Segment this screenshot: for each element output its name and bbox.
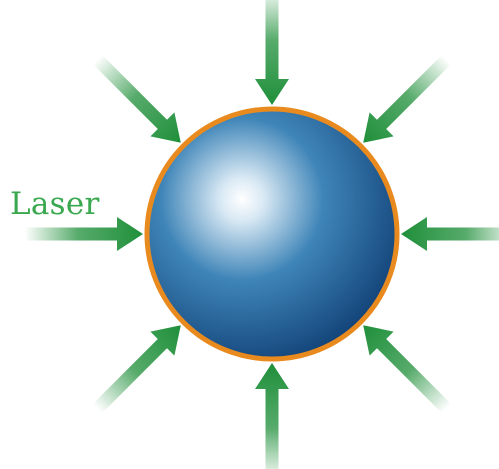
laser-beam-arrow-left (25, 217, 143, 251)
laser-beam-arrow-bottom (255, 363, 289, 469)
laser-beam-arrow-right (401, 217, 499, 251)
laser-beam-arrow-top (255, 0, 289, 105)
laser-beam-arrow-bottom-right (363, 325, 451, 413)
fuel-sphere (147, 109, 397, 359)
laser-label: Laser (10, 186, 100, 222)
laser-beam-arrow-bottom-left (93, 325, 181, 413)
laser-beam-arrow-top-right (363, 55, 451, 143)
laser-beam-arrow-top-left (93, 55, 181, 143)
